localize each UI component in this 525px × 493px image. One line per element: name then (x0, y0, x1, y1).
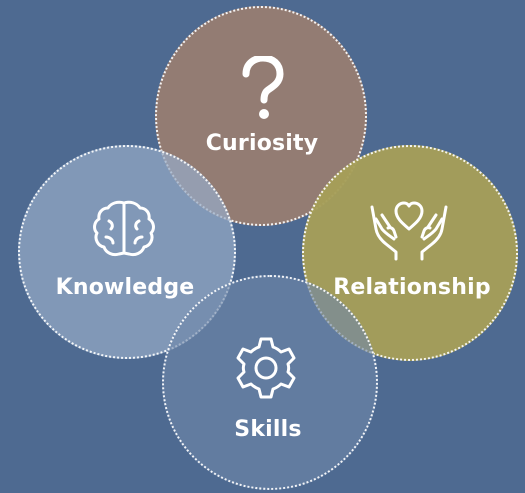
relationship-label: Relationship (333, 275, 491, 300)
brain-icon (91, 199, 157, 259)
skills-label: Skills (234, 417, 302, 442)
hands-heart-icon (366, 199, 452, 261)
gear-icon (233, 335, 299, 401)
knowledge-label: Knowledge (55, 275, 195, 300)
curiosity-label: Curiosity (205, 131, 319, 156)
question-mark-icon (238, 56, 288, 122)
skills-circle (162, 275, 378, 490)
